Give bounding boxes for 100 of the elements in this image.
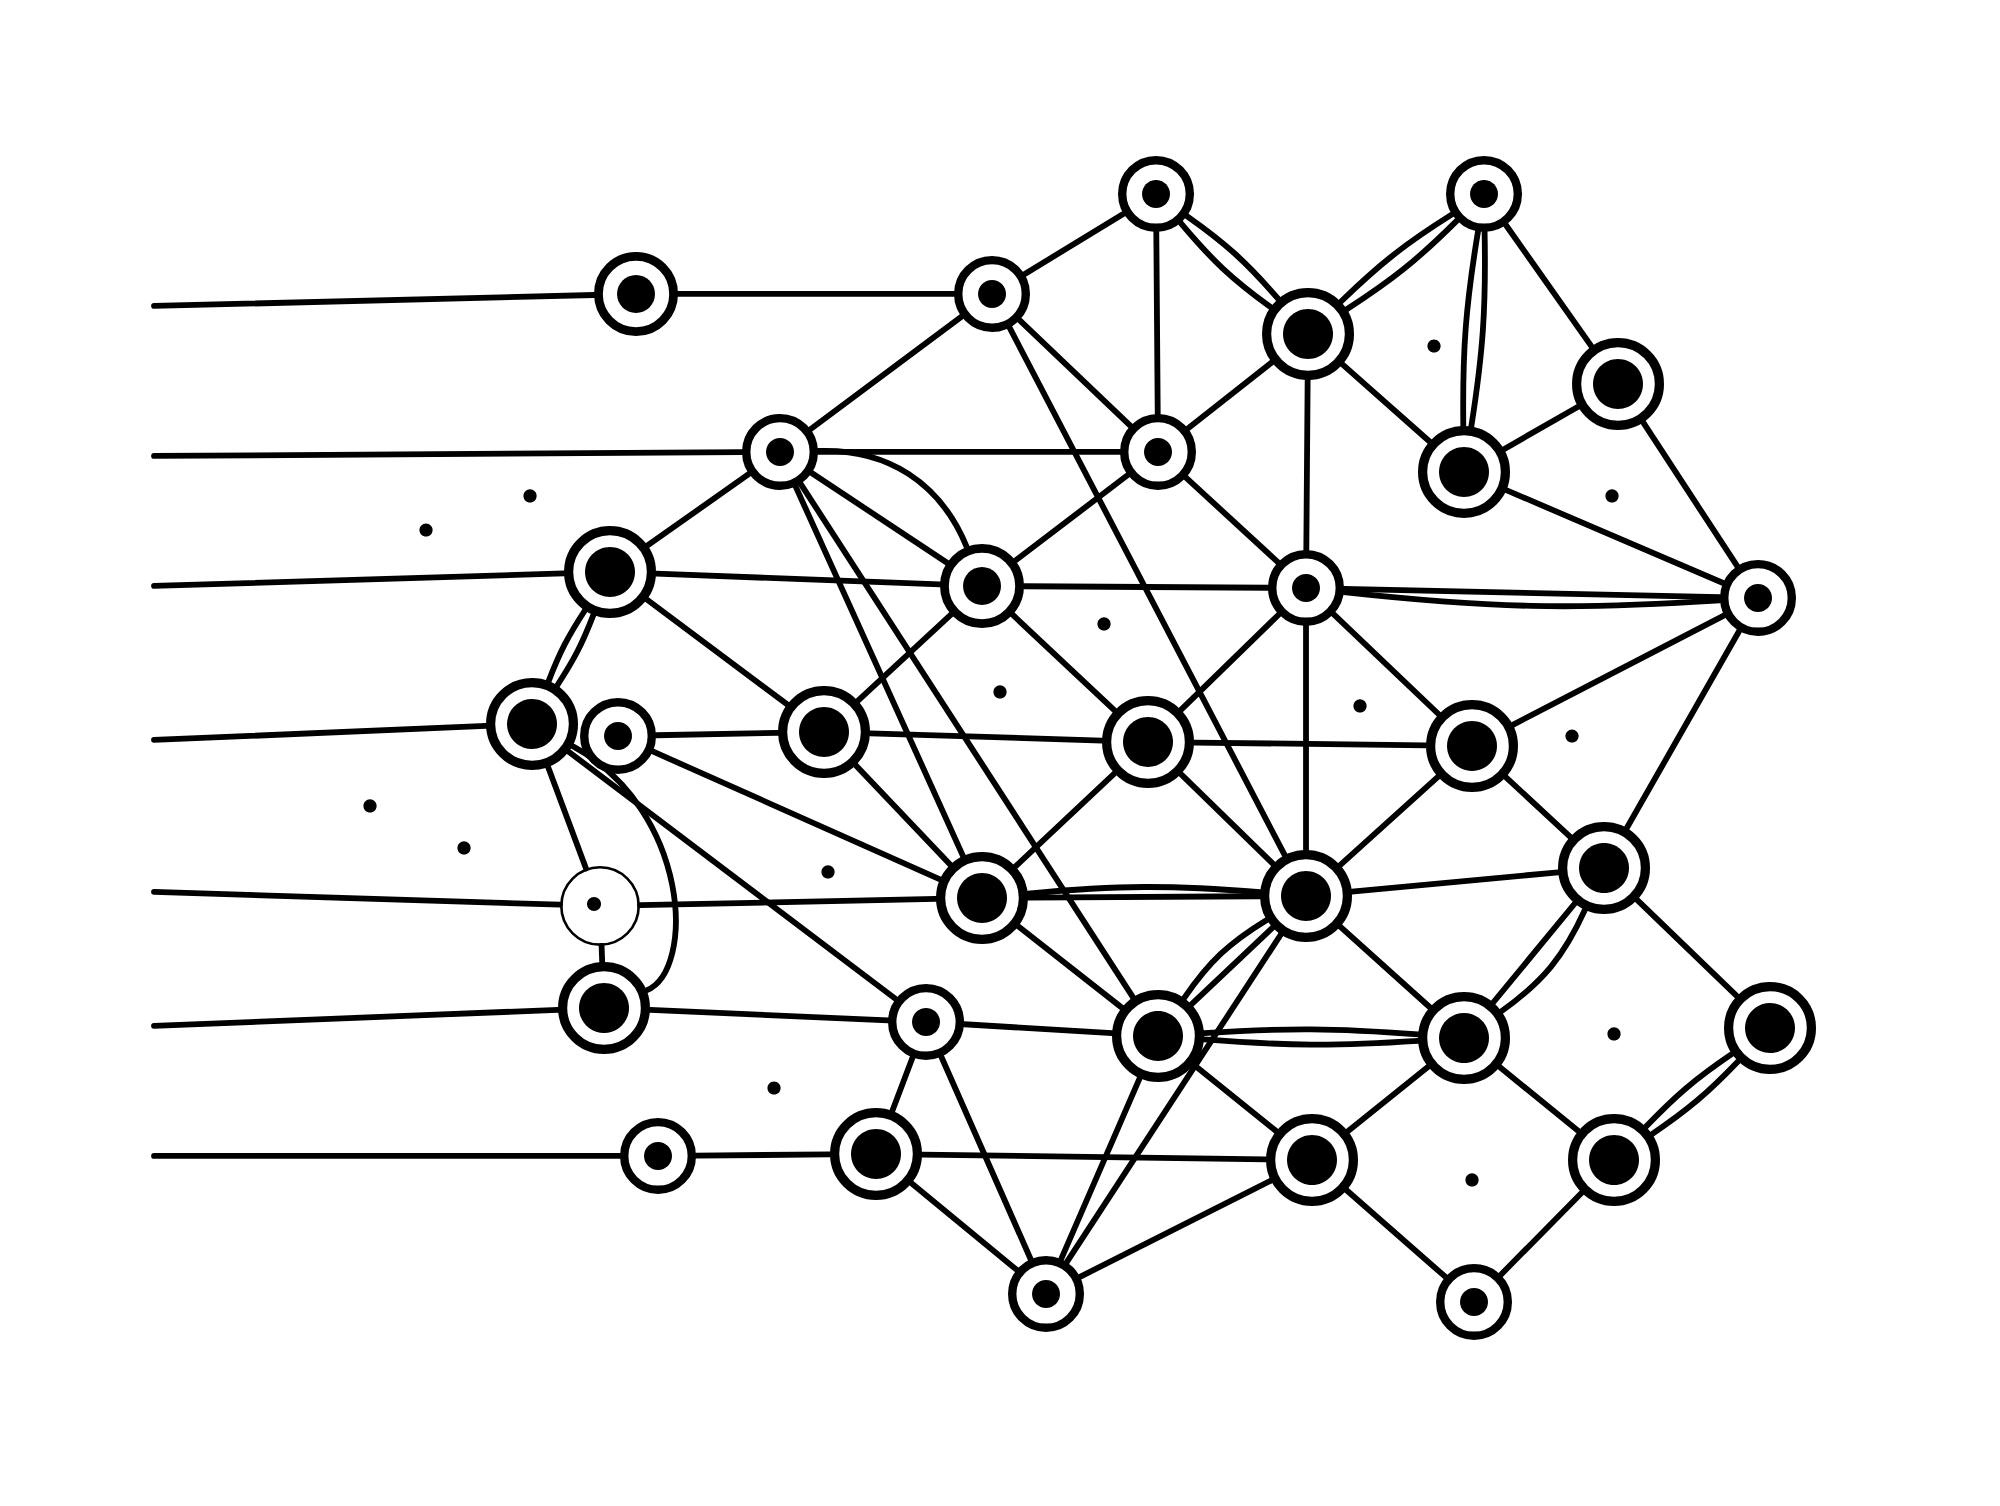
connector-line [1025,893,1263,901]
connector-line [653,729,781,739]
ring-node [1418,425,1510,518]
connector-line [808,470,950,566]
connector-line [1015,923,1125,1011]
connector-line [1509,612,1728,728]
connector-line [1016,317,1134,429]
ring-node [1446,156,1522,232]
connector-line [1337,923,1433,1011]
ring-node [1426,700,1518,792]
connector-line [807,313,965,433]
connector-line [1503,222,1595,350]
connector-line [1006,324,1288,859]
connector-line [151,292,597,309]
connector-line [151,889,563,908]
ring-node [1262,287,1354,380]
connector-line [797,480,1136,1001]
ring-node [936,852,1028,944]
connector-line [1337,773,1441,869]
connector-line [151,1153,623,1159]
ring-node [1724,981,1816,1074]
ring-node [1268,549,1344,626]
ring-node [580,697,656,774]
ring-node [940,544,1024,628]
ring-node [1120,413,1196,490]
connector-line [1339,361,1433,445]
connector-line [554,611,597,689]
connector-line [852,762,954,868]
connector-line [1021,210,1127,278]
connector-line [1009,611,1118,714]
connector-line [598,943,606,965]
connector-line [1012,472,1131,564]
connector-line [693,1151,833,1159]
connector-line [1191,739,1429,749]
outline-circle [560,866,640,946]
ring-node [1568,1114,1660,1206]
ring-node [1436,1263,1512,1340]
connector-line [815,449,1123,455]
ring-node [1418,992,1510,1084]
connector-line [1190,1061,1280,1135]
connector-line [1077,1177,1274,1280]
ring-node [1260,849,1352,942]
ring-node [486,678,578,770]
connector-line [1178,611,1282,713]
ring-node [888,983,964,1060]
connector-line [1021,583,1271,591]
connector-line [1503,487,1726,586]
connector-line [1460,228,1481,429]
connector-line [1348,869,1562,895]
connector-line [1178,771,1276,867]
ring-node [1558,822,1650,914]
ring-node [830,1108,922,1200]
connector-line [151,1006,561,1029]
connector-line [653,570,943,588]
connector-line [1468,229,1488,430]
connector-line [151,723,489,743]
connector-line [643,596,791,708]
connector-line [1201,1026,1422,1038]
ring-node [1008,1256,1084,1332]
connector-line [867,730,1105,744]
ring-node [1112,990,1204,1082]
connector-line [1640,419,1741,570]
connector-line [908,1180,1020,1273]
ring-node [594,252,678,336]
connector-line [1058,1075,1143,1262]
connector-line [1623,628,1743,831]
connector-line [1303,377,1311,553]
connector-line [1184,359,1275,432]
connector-line [815,448,970,550]
ring-node [1720,559,1796,636]
ring-node [954,255,1030,332]
connector-line [889,1054,916,1114]
ring-node [742,413,818,490]
connector-line [644,471,752,549]
connector-line [675,291,957,297]
connector-line [1345,1063,1432,1135]
ring-node [564,526,656,618]
connector-line [1343,1187,1449,1280]
connector-line [1634,897,1740,999]
connector-line [854,611,955,704]
connector-line [919,1151,1269,1163]
connector-line [1497,1189,1585,1278]
connector-line [1012,770,1118,870]
connector-line [647,1007,891,1024]
connector-line [151,570,567,589]
connector-line [1501,403,1581,453]
connector-line [1063,931,1284,1266]
connector-line [569,743,679,994]
ring-node [1102,696,1194,788]
connector-line [1183,474,1281,566]
connector-line [1340,589,1723,610]
connector-line [545,607,588,684]
connector-line [151,449,745,459]
connector-line [938,1053,1034,1263]
connector-line [1496,1064,1582,1134]
connector-line [961,1021,1115,1037]
ring-node [1572,337,1664,430]
connector-line [1341,585,1723,601]
connector-line [1153,229,1161,417]
connector-line [565,748,899,1002]
